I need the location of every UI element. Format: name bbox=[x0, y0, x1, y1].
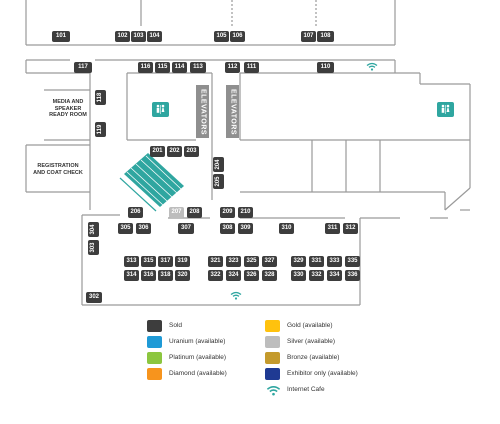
booth-209[interactable]: 209 bbox=[220, 207, 235, 218]
legend-swatch bbox=[265, 368, 280, 380]
booth-333[interactable]: 333 bbox=[327, 256, 342, 267]
booth-204[interactable]: 204 bbox=[213, 157, 224, 172]
booth-303[interactable]: 303 bbox=[88, 240, 99, 255]
booth-332[interactable]: 332 bbox=[309, 270, 324, 281]
booth-206[interactable]: 206 bbox=[128, 207, 143, 218]
booth-317[interactable]: 317 bbox=[158, 256, 173, 267]
booth-336[interactable]: 336 bbox=[345, 270, 360, 281]
booth-321[interactable]: 321 bbox=[208, 256, 223, 267]
legend-swatch bbox=[265, 336, 280, 348]
booth-325[interactable]: 325 bbox=[244, 256, 259, 267]
booth-116[interactable]: 116 bbox=[138, 62, 153, 73]
stage-area bbox=[119, 153, 184, 212]
booth-310[interactable]: 310 bbox=[279, 223, 294, 234]
legend-swatch bbox=[265, 352, 280, 364]
elevators-right: ELEVATORS bbox=[226, 85, 239, 138]
booth-110[interactable]: 110 bbox=[317, 62, 334, 73]
booth-113[interactable]: 113 bbox=[190, 62, 206, 73]
wifi-icon bbox=[266, 386, 281, 396]
booth-316[interactable]: 316 bbox=[141, 270, 156, 281]
booth-103[interactable]: 103 bbox=[131, 31, 146, 42]
booth-331[interactable]: 331 bbox=[309, 256, 324, 267]
legend-swatch bbox=[147, 368, 162, 380]
wifi-icon bbox=[366, 62, 378, 71]
booth-309[interactable]: 309 bbox=[238, 223, 253, 234]
elevators-left: ELEVATORS bbox=[196, 85, 209, 138]
booth-330[interactable]: 330 bbox=[291, 270, 306, 281]
legend-swatch bbox=[147, 352, 162, 364]
booth-104[interactable]: 104 bbox=[147, 31, 162, 42]
booth-324[interactable]: 324 bbox=[226, 270, 241, 281]
booth-329[interactable]: 329 bbox=[291, 256, 306, 267]
booth-308[interactable]: 308 bbox=[220, 223, 235, 234]
wifi-icon bbox=[230, 291, 242, 300]
booth-327[interactable]: 327 bbox=[262, 256, 277, 267]
booth-105[interactable]: 105 bbox=[214, 31, 229, 42]
booth-322[interactable]: 322 bbox=[208, 270, 223, 281]
booth-210[interactable]: 210 bbox=[238, 207, 253, 218]
booth-203[interactable]: 203 bbox=[184, 146, 199, 157]
booth-117[interactable]: 117 bbox=[74, 62, 92, 73]
booth-107[interactable]: 107 bbox=[301, 31, 316, 42]
booth-106[interactable]: 106 bbox=[230, 31, 245, 42]
booth-315[interactable]: 315 bbox=[141, 256, 156, 267]
booth-313[interactable]: 313 bbox=[124, 256, 139, 267]
booth-207[interactable]: 207 bbox=[169, 207, 184, 218]
booth-318[interactable]: 318 bbox=[158, 270, 173, 281]
booth-205[interactable]: 205 bbox=[213, 174, 224, 189]
booth-307[interactable]: 307 bbox=[178, 223, 194, 234]
booth-108[interactable]: 108 bbox=[317, 31, 334, 42]
booth-111[interactable]: 111 bbox=[244, 62, 259, 73]
booth-306[interactable]: 306 bbox=[136, 223, 151, 234]
booth-115[interactable]: 115 bbox=[155, 62, 170, 73]
booth-323[interactable]: 323 bbox=[226, 256, 241, 267]
booth-208[interactable]: 208 bbox=[187, 207, 202, 218]
legend-swatch bbox=[265, 320, 280, 332]
booth-328[interactable]: 328 bbox=[262, 270, 277, 281]
legend-swatch bbox=[147, 336, 162, 348]
booth-311[interactable]: 311 bbox=[325, 223, 340, 234]
booth-319[interactable]: 319 bbox=[175, 256, 190, 267]
booth-304[interactable]: 304 bbox=[88, 222, 99, 237]
booth-302[interactable]: 302 bbox=[86, 292, 102, 303]
booth-114[interactable]: 114 bbox=[172, 62, 187, 73]
booth-118[interactable]: 118 bbox=[95, 90, 106, 105]
booth-312[interactable]: 312 bbox=[343, 223, 358, 234]
media-room-label: MEDIA AND SPEAKER READY ROOM bbox=[49, 99, 87, 118]
booth-305[interactable]: 305 bbox=[118, 223, 133, 234]
booth-119[interactable]: 119 bbox=[95, 122, 106, 137]
booth-326[interactable]: 326 bbox=[244, 270, 259, 281]
booth-202[interactable]: 202 bbox=[167, 146, 182, 157]
legend-swatch bbox=[147, 320, 162, 332]
booth-201[interactable]: 201 bbox=[150, 146, 165, 157]
booth-314[interactable]: 314 bbox=[124, 270, 139, 281]
booth-112[interactable]: 112 bbox=[225, 62, 240, 73]
restroom-icon bbox=[437, 102, 454, 117]
booth-102[interactable]: 102 bbox=[115, 31, 130, 42]
booth-335[interactable]: 335 bbox=[345, 256, 360, 267]
registration-label: REGISTRATION AND COAT CHECK bbox=[33, 163, 83, 176]
booth-320[interactable]: 320 bbox=[175, 270, 190, 281]
booth-334[interactable]: 334 bbox=[327, 270, 342, 281]
restroom-icon bbox=[152, 102, 169, 117]
booth-101[interactable]: 101 bbox=[52, 31, 70, 42]
